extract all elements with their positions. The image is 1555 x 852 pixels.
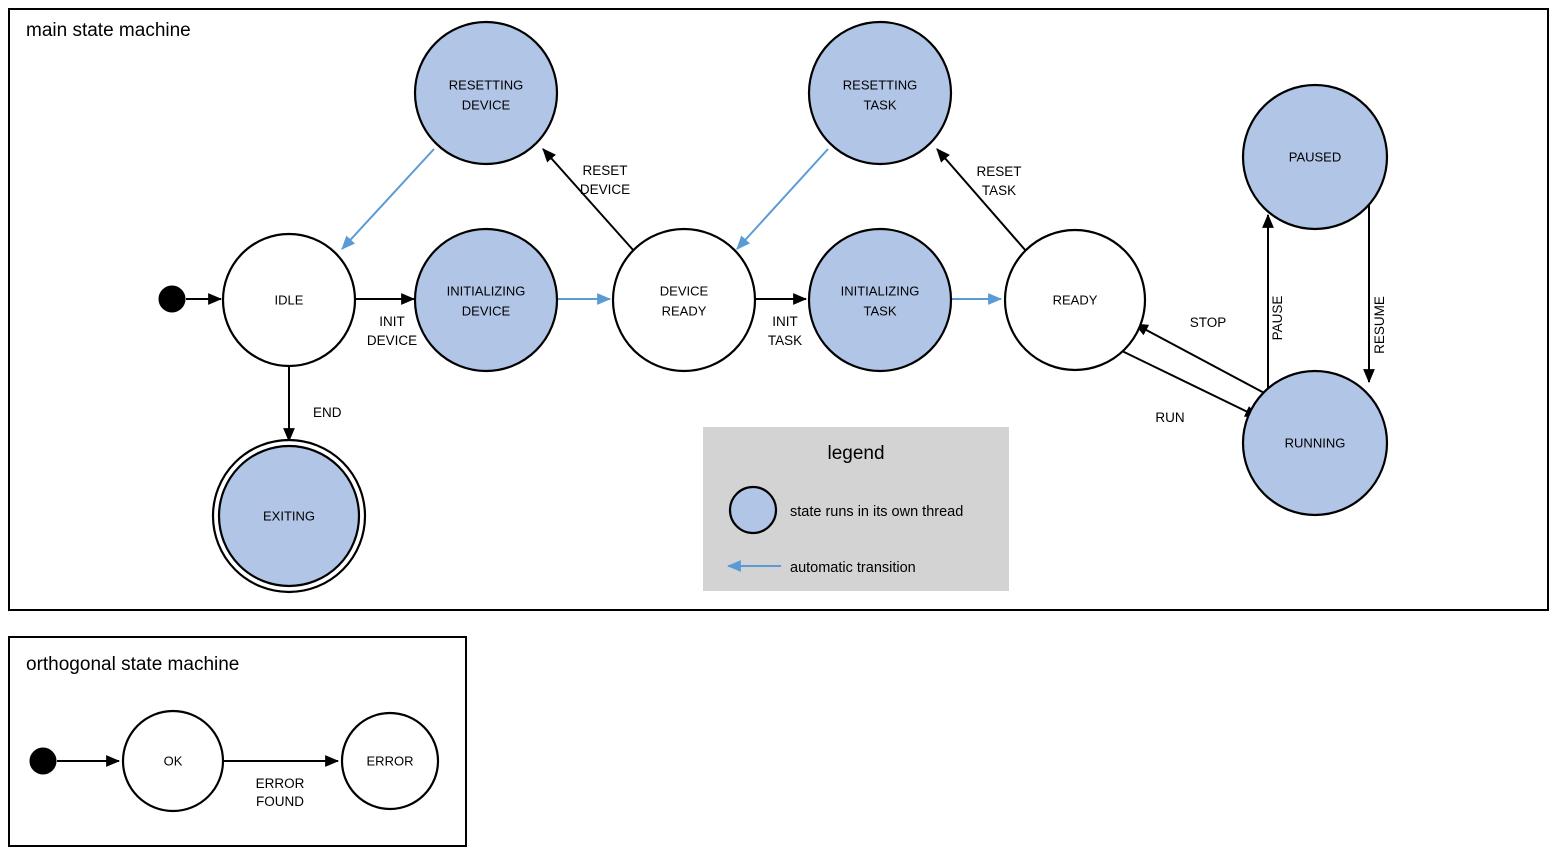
transition-idle-to-exiting: END	[283, 366, 342, 443]
state-label-resetting-task-line2: TASK	[864, 97, 897, 112]
state-label-paused: PAUSED	[1289, 149, 1342, 164]
transition-ok-to-error: ERROR FOUND	[223, 755, 340, 809]
edge-label-error-found-line1: ERROR	[256, 776, 305, 791]
state-resetting-device[interactable]: RESETTING DEVICE	[413, 20, 559, 166]
transition-ready-to-running: RUN	[1121, 350, 1260, 425]
edge-label-resume: RESUME	[1372, 296, 1387, 354]
edge-label-reset-task-line1: RESET	[976, 164, 1021, 179]
state-initializing-device[interactable]: INITIALIZING DEVICE	[413, 227, 559, 373]
state-device-ready[interactable]: DEVICE READY	[611, 227, 757, 373]
state-label-initializing-device-line2: DEVICE	[462, 303, 511, 318]
state-label-resetting-task-line1: RESETTING	[843, 77, 917, 92]
state-running[interactable]: RUNNING	[1241, 369, 1389, 517]
transition-resetting-device-to-idle	[341, 148, 435, 250]
state-label-exiting: EXITING	[263, 508, 315, 523]
transition-running-to-paused: PAUSE	[1262, 213, 1285, 400]
edge-label-stop: STOP	[1190, 315, 1227, 330]
edge-line	[1134, 323, 1269, 396]
state-label-running: RUNNING	[1285, 435, 1346, 450]
state-label-device-ready-line2: READY	[662, 303, 707, 318]
state-label-initializing-task-line1: INITIALIZING	[841, 283, 920, 298]
transition-device-ready-to-initializing-task: INIT TASK	[756, 293, 808, 348]
state-shape[interactable]	[807, 20, 953, 166]
state-initializing-task[interactable]: INITIALIZING TASK	[807, 227, 953, 373]
state-resetting-task[interactable]: RESETTING TASK	[807, 20, 953, 166]
state-shape[interactable]	[1241, 83, 1389, 231]
state-label-device-ready-line1: DEVICE	[660, 283, 709, 298]
edge-line	[1121, 350, 1260, 418]
state-ready[interactable]: READY	[1003, 228, 1147, 372]
legend-thread-state-circle-icon	[728, 485, 778, 535]
edge-label-reset-device-line2: DEVICE	[580, 182, 630, 197]
legend: legend state runs in its own thread auto…	[703, 427, 1009, 591]
transition-paused-to-running: RESUME	[1363, 205, 1387, 384]
edge-label-init-device-line1: INIT	[379, 314, 405, 329]
state-shape[interactable]	[1003, 228, 1147, 372]
state-ok[interactable]: OK	[121, 709, 225, 813]
edge-line	[736, 148, 829, 250]
legend-item-automatic-transition: automatic transition	[726, 560, 916, 576]
orthogonal-state-machine-title: orthogonal state machine	[26, 654, 239, 675]
edge-label-reset-device-line1: RESET	[582, 163, 627, 178]
state-label-ok: OK	[164, 753, 183, 768]
transition-resetting-task-to-device-ready	[736, 148, 829, 250]
initial-state-dot-orthogonal	[29, 747, 57, 775]
state-label-resetting-device-line2: DEVICE	[462, 97, 511, 112]
state-shape[interactable]	[340, 711, 440, 811]
state-idle[interactable]: IDLE	[221, 232, 357, 368]
state-shape[interactable]	[611, 227, 757, 373]
state-shape[interactable]	[217, 444, 361, 588]
edge-line	[936, 148, 1027, 252]
legend-item-auto-label: automatic transition	[790, 560, 916, 576]
edge-label-pause: PAUSE	[1270, 296, 1285, 341]
state-shape[interactable]	[221, 232, 357, 368]
legend-item-thread-state: state runs in its own thread	[728, 485, 963, 535]
state-shape[interactable]	[413, 227, 559, 373]
state-exiting[interactable]: EXITING	[211, 438, 367, 594]
edge-label-error-found-line2: FOUND	[256, 794, 304, 809]
main-state-machine-title: main state machine	[26, 20, 191, 41]
state-shape[interactable]	[121, 709, 225, 813]
edge-line	[341, 148, 435, 250]
state-shape[interactable]	[413, 20, 559, 166]
state-shape[interactable]	[1241, 369, 1389, 517]
transition-ready-to-resetting-task: RESET TASK	[936, 148, 1027, 252]
state-label-idle: IDLE	[275, 292, 304, 307]
transition-running-to-ready: STOP	[1134, 315, 1269, 396]
edge-label-init-task-line2: TASK	[768, 333, 802, 348]
legend-item-thread-label: state runs in its own thread	[790, 504, 963, 520]
state-label-initializing-device-line1: INITIALIZING	[447, 283, 526, 298]
edge-label-run: RUN	[1155, 410, 1184, 425]
initial-state-dot-main	[158, 285, 186, 313]
edge-label-init-device-line2: DEVICE	[367, 333, 417, 348]
edge-line	[542, 148, 635, 252]
state-label-error: ERROR	[367, 753, 414, 768]
edge-label-end: END	[313, 405, 342, 420]
legend-title: legend	[827, 443, 884, 464]
state-error[interactable]: ERROR	[340, 711, 440, 811]
state-label-initializing-task-line2: TASK	[864, 303, 897, 318]
state-paused[interactable]: PAUSED	[1241, 83, 1389, 231]
state-label-ready: READY	[1053, 292, 1098, 307]
transition-idle-to-initializing-device: INIT DEVICE	[355, 293, 417, 348]
edge-label-reset-task-line2: TASK	[982, 183, 1016, 198]
state-label-resetting-device-line1: RESETTING	[449, 77, 523, 92]
edge-label-init-task-line1: INIT	[772, 314, 798, 329]
state-shape[interactable]	[807, 227, 953, 373]
transition-device-ready-to-resetting-device: RESET DEVICE	[542, 148, 635, 252]
